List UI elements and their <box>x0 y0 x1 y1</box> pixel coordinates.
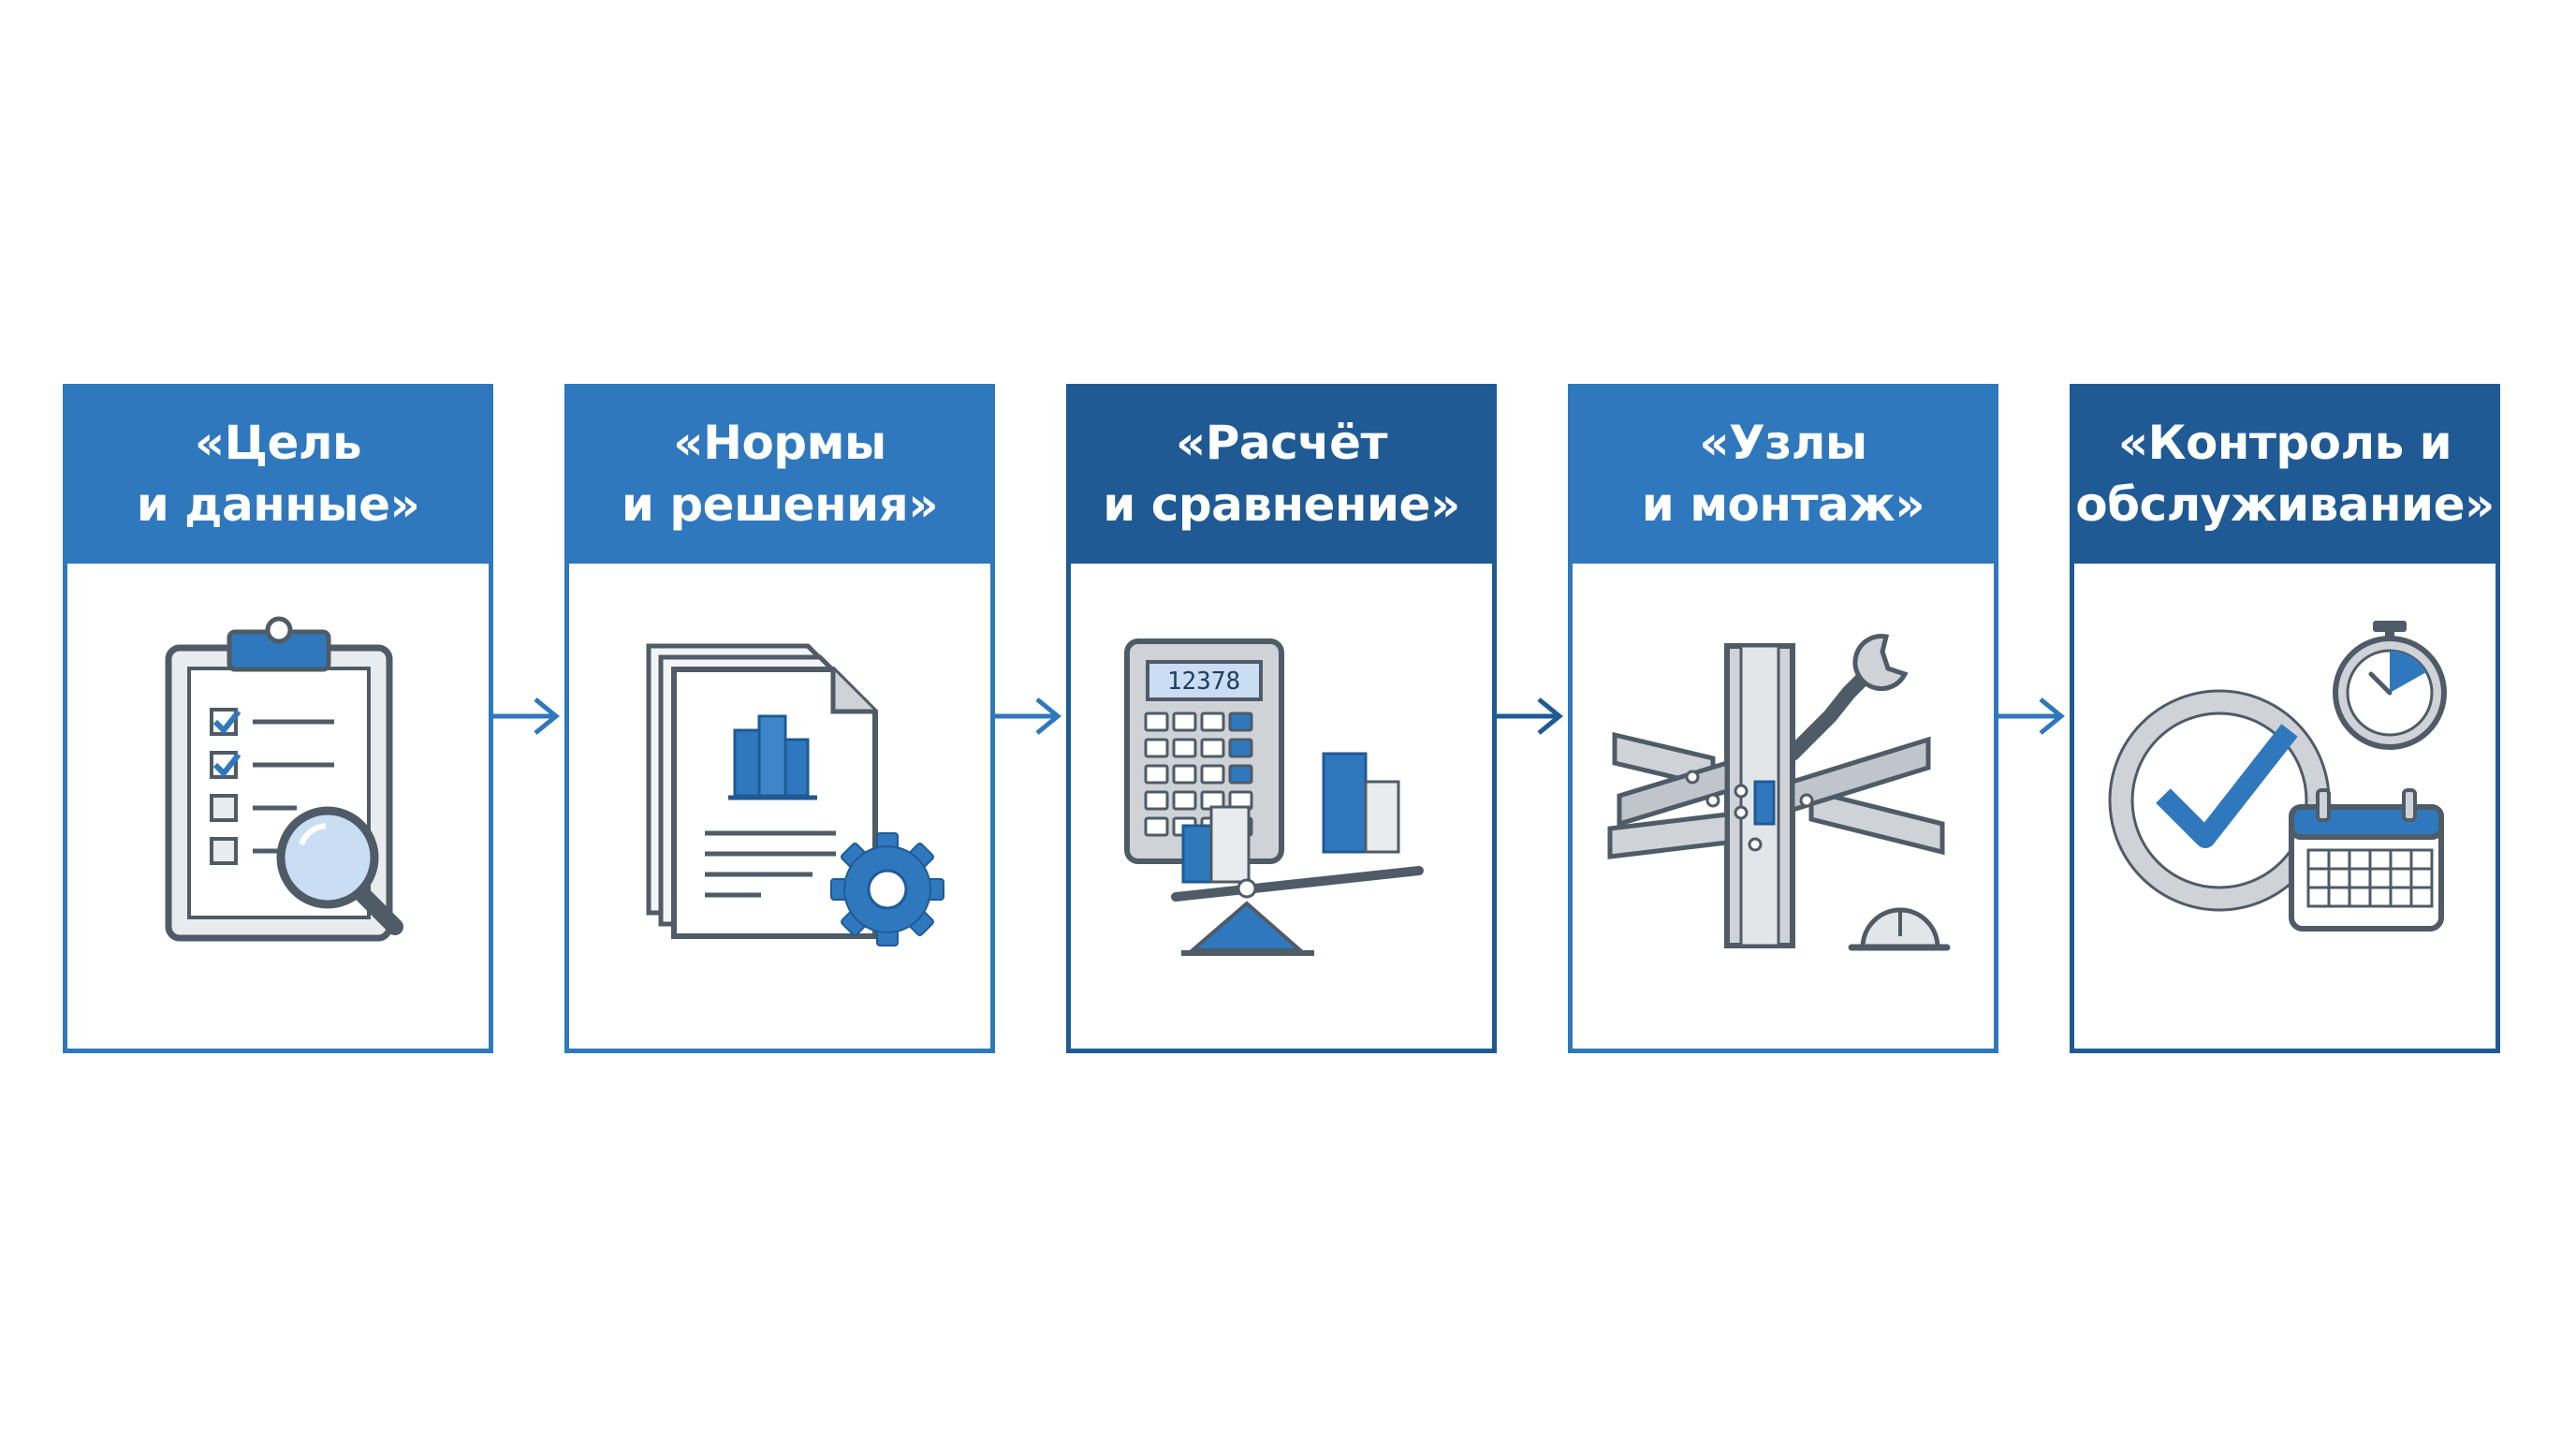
arrow-right-icon <box>1994 697 2065 735</box>
calculator-balance-icon: 12378 <box>1124 638 1424 956</box>
step-calculation-and-comparison: «Расчёт и сравнение» 12378 <box>1066 384 1497 1053</box>
step-control-and-maintenance: «Контроль и обслуживание» <box>2070 384 2500 1053</box>
arrow-right-icon <box>990 697 1061 735</box>
step-header: «Цель и данные» <box>63 384 493 564</box>
step-norms-and-solutions: «Нормы и решения» <box>564 384 995 1053</box>
arrow-right-icon <box>1492 697 1563 735</box>
step-title: «Расчёт и сравнение» <box>1103 416 1460 532</box>
documents-gear-icon <box>646 643 944 946</box>
step-header: «Узлы и монтаж» <box>1568 384 1998 564</box>
step-joints-and-installation: «Узлы и монтаж» <box>1568 384 1998 1053</box>
step-title: «Цель и данные» <box>136 416 420 532</box>
step-goal-and-data: «Цель и данные» <box>63 384 493 1053</box>
step-title: «Узлы и монтаж» <box>1641 416 1925 532</box>
step-header: «Нормы и решения» <box>564 384 995 564</box>
step-title: «Контроль и обслуживание» <box>2075 416 2495 532</box>
steel-joint-icon <box>1607 634 1951 951</box>
arrow-right-icon <box>489 697 560 735</box>
step-header: «Контроль и обслуживание» <box>2070 384 2500 564</box>
clipboard-search-icon <box>165 616 403 942</box>
step-header: «Расчёт и сравнение» <box>1066 384 1497 564</box>
check-timer-calendar-icon <box>2108 621 2447 932</box>
calculator-display: 12378 <box>1167 668 1240 696</box>
step-title: «Нормы и решения» <box>621 416 939 532</box>
